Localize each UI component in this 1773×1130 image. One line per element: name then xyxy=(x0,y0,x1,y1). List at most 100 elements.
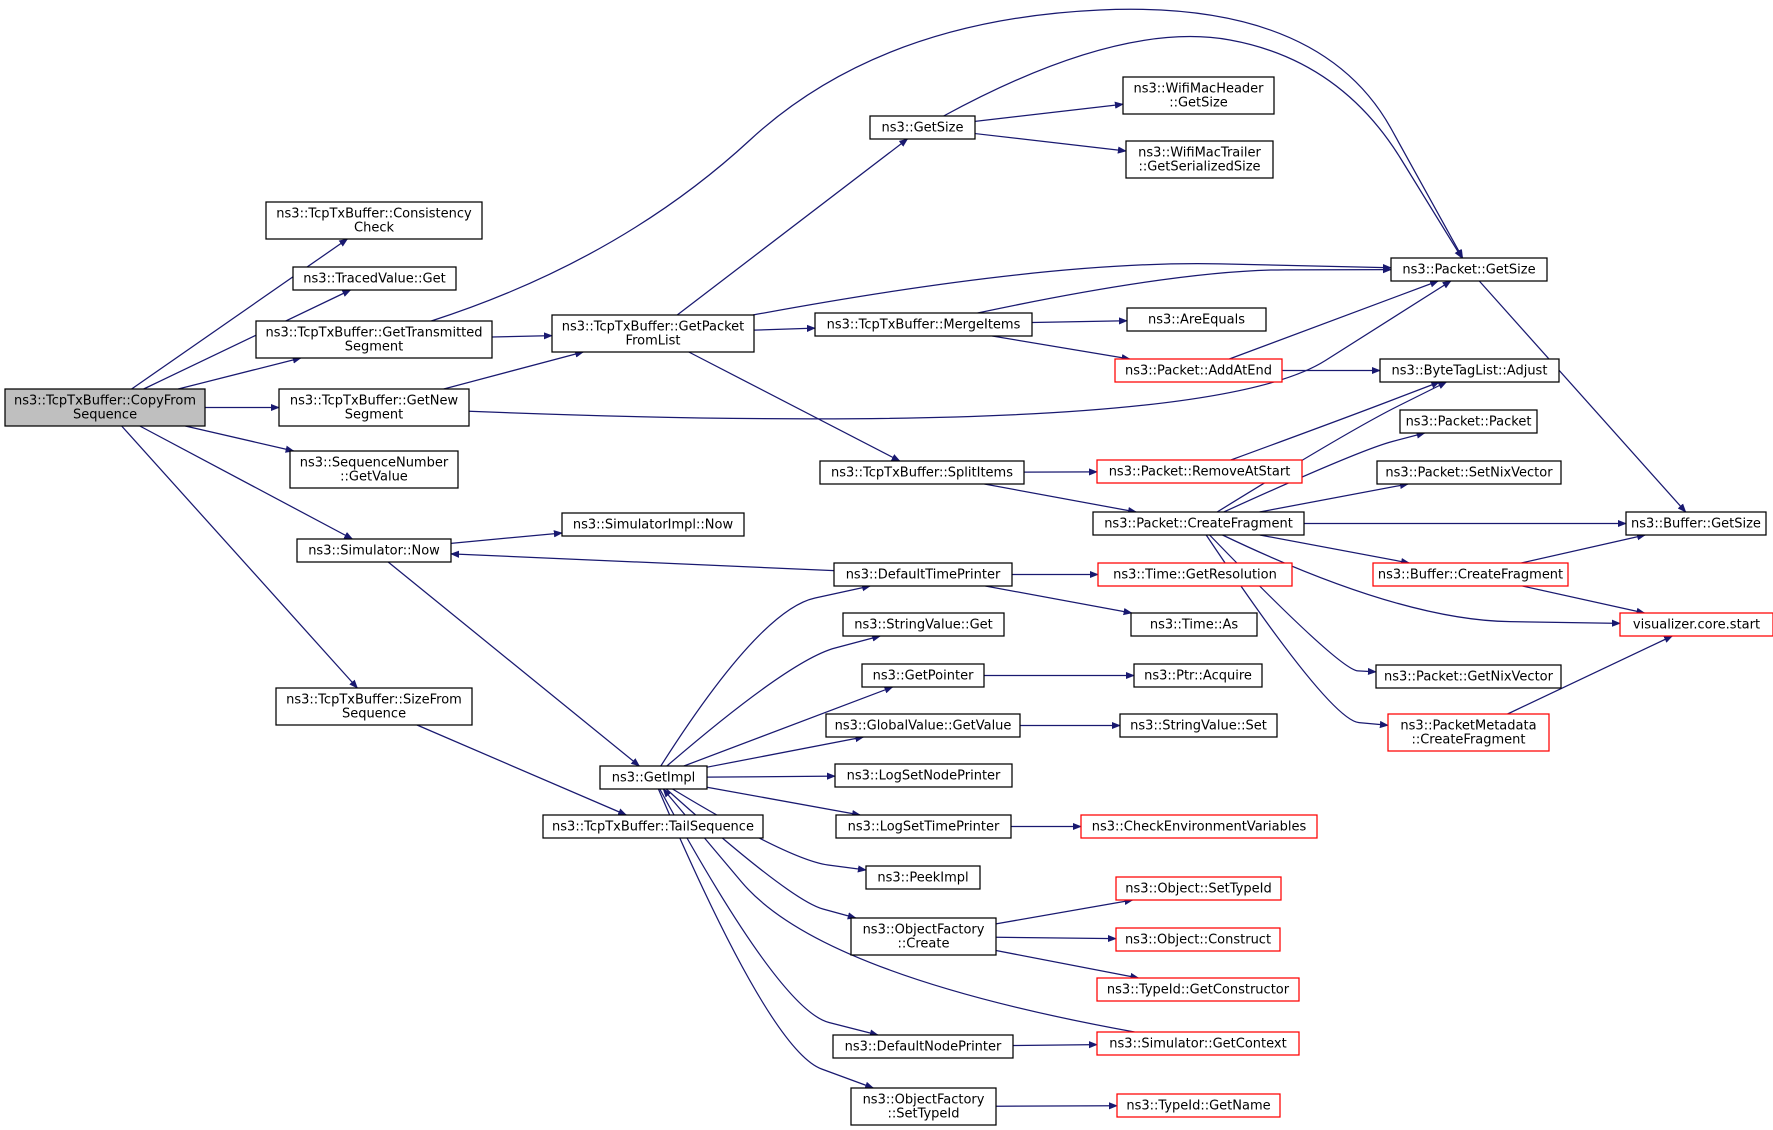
node-simnow[interactable]: ns3::Simulator::Now xyxy=(296,538,452,563)
node-removeatstart[interactable]: ns3::Packet::RemoveAtStart xyxy=(1096,459,1303,484)
node-box-objconstruct[interactable] xyxy=(1115,927,1281,952)
node-getsize[interactable]: ns3::GetSize xyxy=(869,115,976,140)
node-box-simimplnow[interactable] xyxy=(561,512,745,537)
node-bytetagadjust[interactable]: ns3::ByteTagList::Adjust xyxy=(1379,358,1560,383)
node-box-bytetagadjust[interactable] xyxy=(1379,358,1560,383)
node-box-checkenv[interactable] xyxy=(1080,814,1318,839)
node-seqgetvalue[interactable]: ns3::SequenceNumber::GetValue xyxy=(289,450,459,489)
node-box-splititems[interactable] xyxy=(819,460,1025,485)
node-packetpacket[interactable]: ns3::Packet::Packet xyxy=(1399,409,1538,434)
node-box-sizefrom[interactable] xyxy=(275,687,473,726)
node-ptracquire[interactable]: ns3::Ptr::Acquire xyxy=(1133,663,1263,688)
node-box-typeidgetctor[interactable] xyxy=(1096,977,1300,1002)
node-timegetres[interactable]: ns3::Time::GetResolution xyxy=(1097,562,1293,587)
node-objconstruct[interactable]: ns3::Object::Construct xyxy=(1115,927,1281,952)
node-box-timeas[interactable] xyxy=(1130,612,1258,637)
node-typeidgetctor[interactable]: ns3::TypeId::GetConstructor xyxy=(1096,977,1300,1002)
node-box-logsetnodeprinter[interactable] xyxy=(834,763,1013,788)
node-box-addatend[interactable] xyxy=(1114,358,1283,383)
node-box-tailseq[interactable] xyxy=(542,814,764,839)
node-getimpl[interactable]: ns3::GetImpl xyxy=(599,765,708,790)
node-box-stringvalueget[interactable] xyxy=(842,612,1005,637)
node-box-stringvalueset[interactable] xyxy=(1119,713,1278,738)
node-tracedget[interactable]: ns3::TracedValue::Get xyxy=(292,266,457,291)
node-defaultnodeprinter[interactable]: ns3::DefaultNodePrinter xyxy=(832,1034,1014,1059)
node-typeidgetname[interactable]: ns3::TypeId::GetName xyxy=(1116,1093,1281,1118)
node-timeas[interactable]: ns3::Time::As xyxy=(1130,612,1258,637)
node-box-ptracquire[interactable] xyxy=(1133,663,1263,688)
node-box-pmcreatefragment[interactable] xyxy=(1387,713,1550,752)
node-objsettypeid[interactable]: ns3::Object::SetTypeId xyxy=(1115,876,1282,901)
node-box-defaulttimeprinter[interactable] xyxy=(833,562,1013,587)
node-box-tracedget[interactable] xyxy=(292,266,457,291)
node-box-peekimpl[interactable] xyxy=(865,865,981,890)
node-box-objsettypeid[interactable] xyxy=(1115,876,1282,901)
node-stringvalueget[interactable]: ns3::StringValue::Get xyxy=(842,612,1005,637)
node-box-gettransmitted[interactable] xyxy=(255,320,493,359)
node-box-packetpacket[interactable] xyxy=(1399,409,1538,434)
node-box-defaultnodeprinter[interactable] xyxy=(832,1034,1014,1059)
node-box-getimpl[interactable] xyxy=(599,765,708,790)
node-tailseq[interactable]: ns3::TcpTxBuffer::TailSequence xyxy=(542,814,764,839)
node-box-timegetres[interactable] xyxy=(1097,562,1293,587)
node-ofsettypeid[interactable]: ns3::ObjectFactory::SetTypeId xyxy=(850,1087,997,1126)
node-peekimpl[interactable]: ns3::PeekImpl xyxy=(865,865,981,890)
node-box-getnew[interactable] xyxy=(278,388,470,427)
node-box-getsize[interactable] xyxy=(869,115,976,140)
node-box-removeatstart[interactable] xyxy=(1096,459,1303,484)
node-box-ofsettypeid[interactable] xyxy=(850,1087,997,1126)
node-box-seqgetvalue[interactable] xyxy=(289,450,459,489)
node-buffergetsize[interactable]: ns3::Buffer::GetSize xyxy=(1625,511,1767,536)
node-logsetnodeprinter[interactable]: ns3::LogSetNodePrinter xyxy=(834,763,1013,788)
node-box-buffercreatefragment[interactable] xyxy=(1372,562,1569,587)
node-box-setnixvector[interactable] xyxy=(1376,460,1562,485)
node-logsettimeprinter[interactable]: ns3::LogSetTimePrinter xyxy=(835,814,1012,839)
node-defaulttimeprinter[interactable]: ns3::DefaultTimePrinter xyxy=(833,562,1013,587)
node-box-typeidgetname[interactable] xyxy=(1116,1093,1281,1118)
node-box-buffergetsize[interactable] xyxy=(1625,511,1767,536)
node-box-wifimactrailer[interactable] xyxy=(1125,140,1274,179)
node-vizstart[interactable]: visualizer.core.start xyxy=(1619,612,1773,637)
node-box-wifimacheader[interactable] xyxy=(1122,76,1275,115)
node-box-logsettimeprinter[interactable] xyxy=(835,814,1012,839)
node-checkenv[interactable]: ns3::CheckEnvironmentVariables xyxy=(1080,814,1318,839)
node-getnixvector[interactable]: ns3::Packet::GetNixVector xyxy=(1375,664,1562,689)
node-ofcreate[interactable]: ns3::ObjectFactory::Create xyxy=(850,917,997,956)
node-box-packetgetsize[interactable] xyxy=(1390,257,1548,282)
node-box-createfragment[interactable] xyxy=(1092,511,1305,536)
node-box-consistency[interactable] xyxy=(265,201,483,240)
node-simimplnow[interactable]: ns3::SimulatorImpl::Now xyxy=(561,512,745,537)
node-box-getpacketfromlist[interactable] xyxy=(551,314,755,353)
node-box-getnixvector[interactable] xyxy=(1375,664,1562,689)
node-buffercreatefragment[interactable]: ns3::Buffer::CreateFragment xyxy=(1372,562,1569,587)
node-splititems[interactable]: ns3::TcpTxBuffer::SplitItems xyxy=(819,460,1025,485)
node-packetgetsize[interactable]: ns3::Packet::GetSize xyxy=(1390,257,1548,282)
node-globalgetvalue[interactable]: ns3::GlobalValue::GetValue xyxy=(825,713,1021,738)
node-setnixvector[interactable]: ns3::Packet::SetNixVector xyxy=(1376,460,1562,485)
node-simgetcontext[interactable]: ns3::Simulator::GetContext xyxy=(1096,1031,1300,1056)
node-box-simnow[interactable] xyxy=(296,538,452,563)
node-createfragment[interactable]: ns3::Packet::CreateFragment xyxy=(1092,511,1305,536)
node-getpointer[interactable]: ns3::GetPointer xyxy=(861,663,985,688)
node-pmcreatefragment[interactable]: ns3::PacketMetadata::CreateFragment xyxy=(1387,713,1550,752)
node-box-vizstart[interactable] xyxy=(1619,612,1773,637)
node-label-peekimpl-0: ns3::PeekImpl xyxy=(877,871,968,886)
node-wifimactrailer[interactable]: ns3::WifiMacTrailer::GetSerializedSize xyxy=(1125,140,1274,179)
node-box-globalgetvalue[interactable] xyxy=(825,713,1021,738)
node-addatend[interactable]: ns3::Packet::AddAtEnd xyxy=(1114,358,1283,383)
node-stringvalueset[interactable]: ns3::StringValue::Set xyxy=(1119,713,1278,738)
node-mergeitems[interactable]: ns3::TcpTxBuffer::MergeItems xyxy=(814,312,1033,337)
node-box-ofcreate[interactable] xyxy=(850,917,997,956)
node-box-simgetcontext[interactable] xyxy=(1096,1031,1300,1056)
node-box-areequals[interactable] xyxy=(1126,307,1267,332)
node-label-areequals-0: ns3::AreEquals xyxy=(1148,313,1245,328)
node-wifimacheader[interactable]: ns3::WifiMacHeader::GetSize xyxy=(1122,76,1275,115)
node-box-mergeitems[interactable] xyxy=(814,312,1033,337)
node-box-getpointer[interactable] xyxy=(861,663,985,688)
node-areequals[interactable]: ns3::AreEquals xyxy=(1126,307,1267,332)
